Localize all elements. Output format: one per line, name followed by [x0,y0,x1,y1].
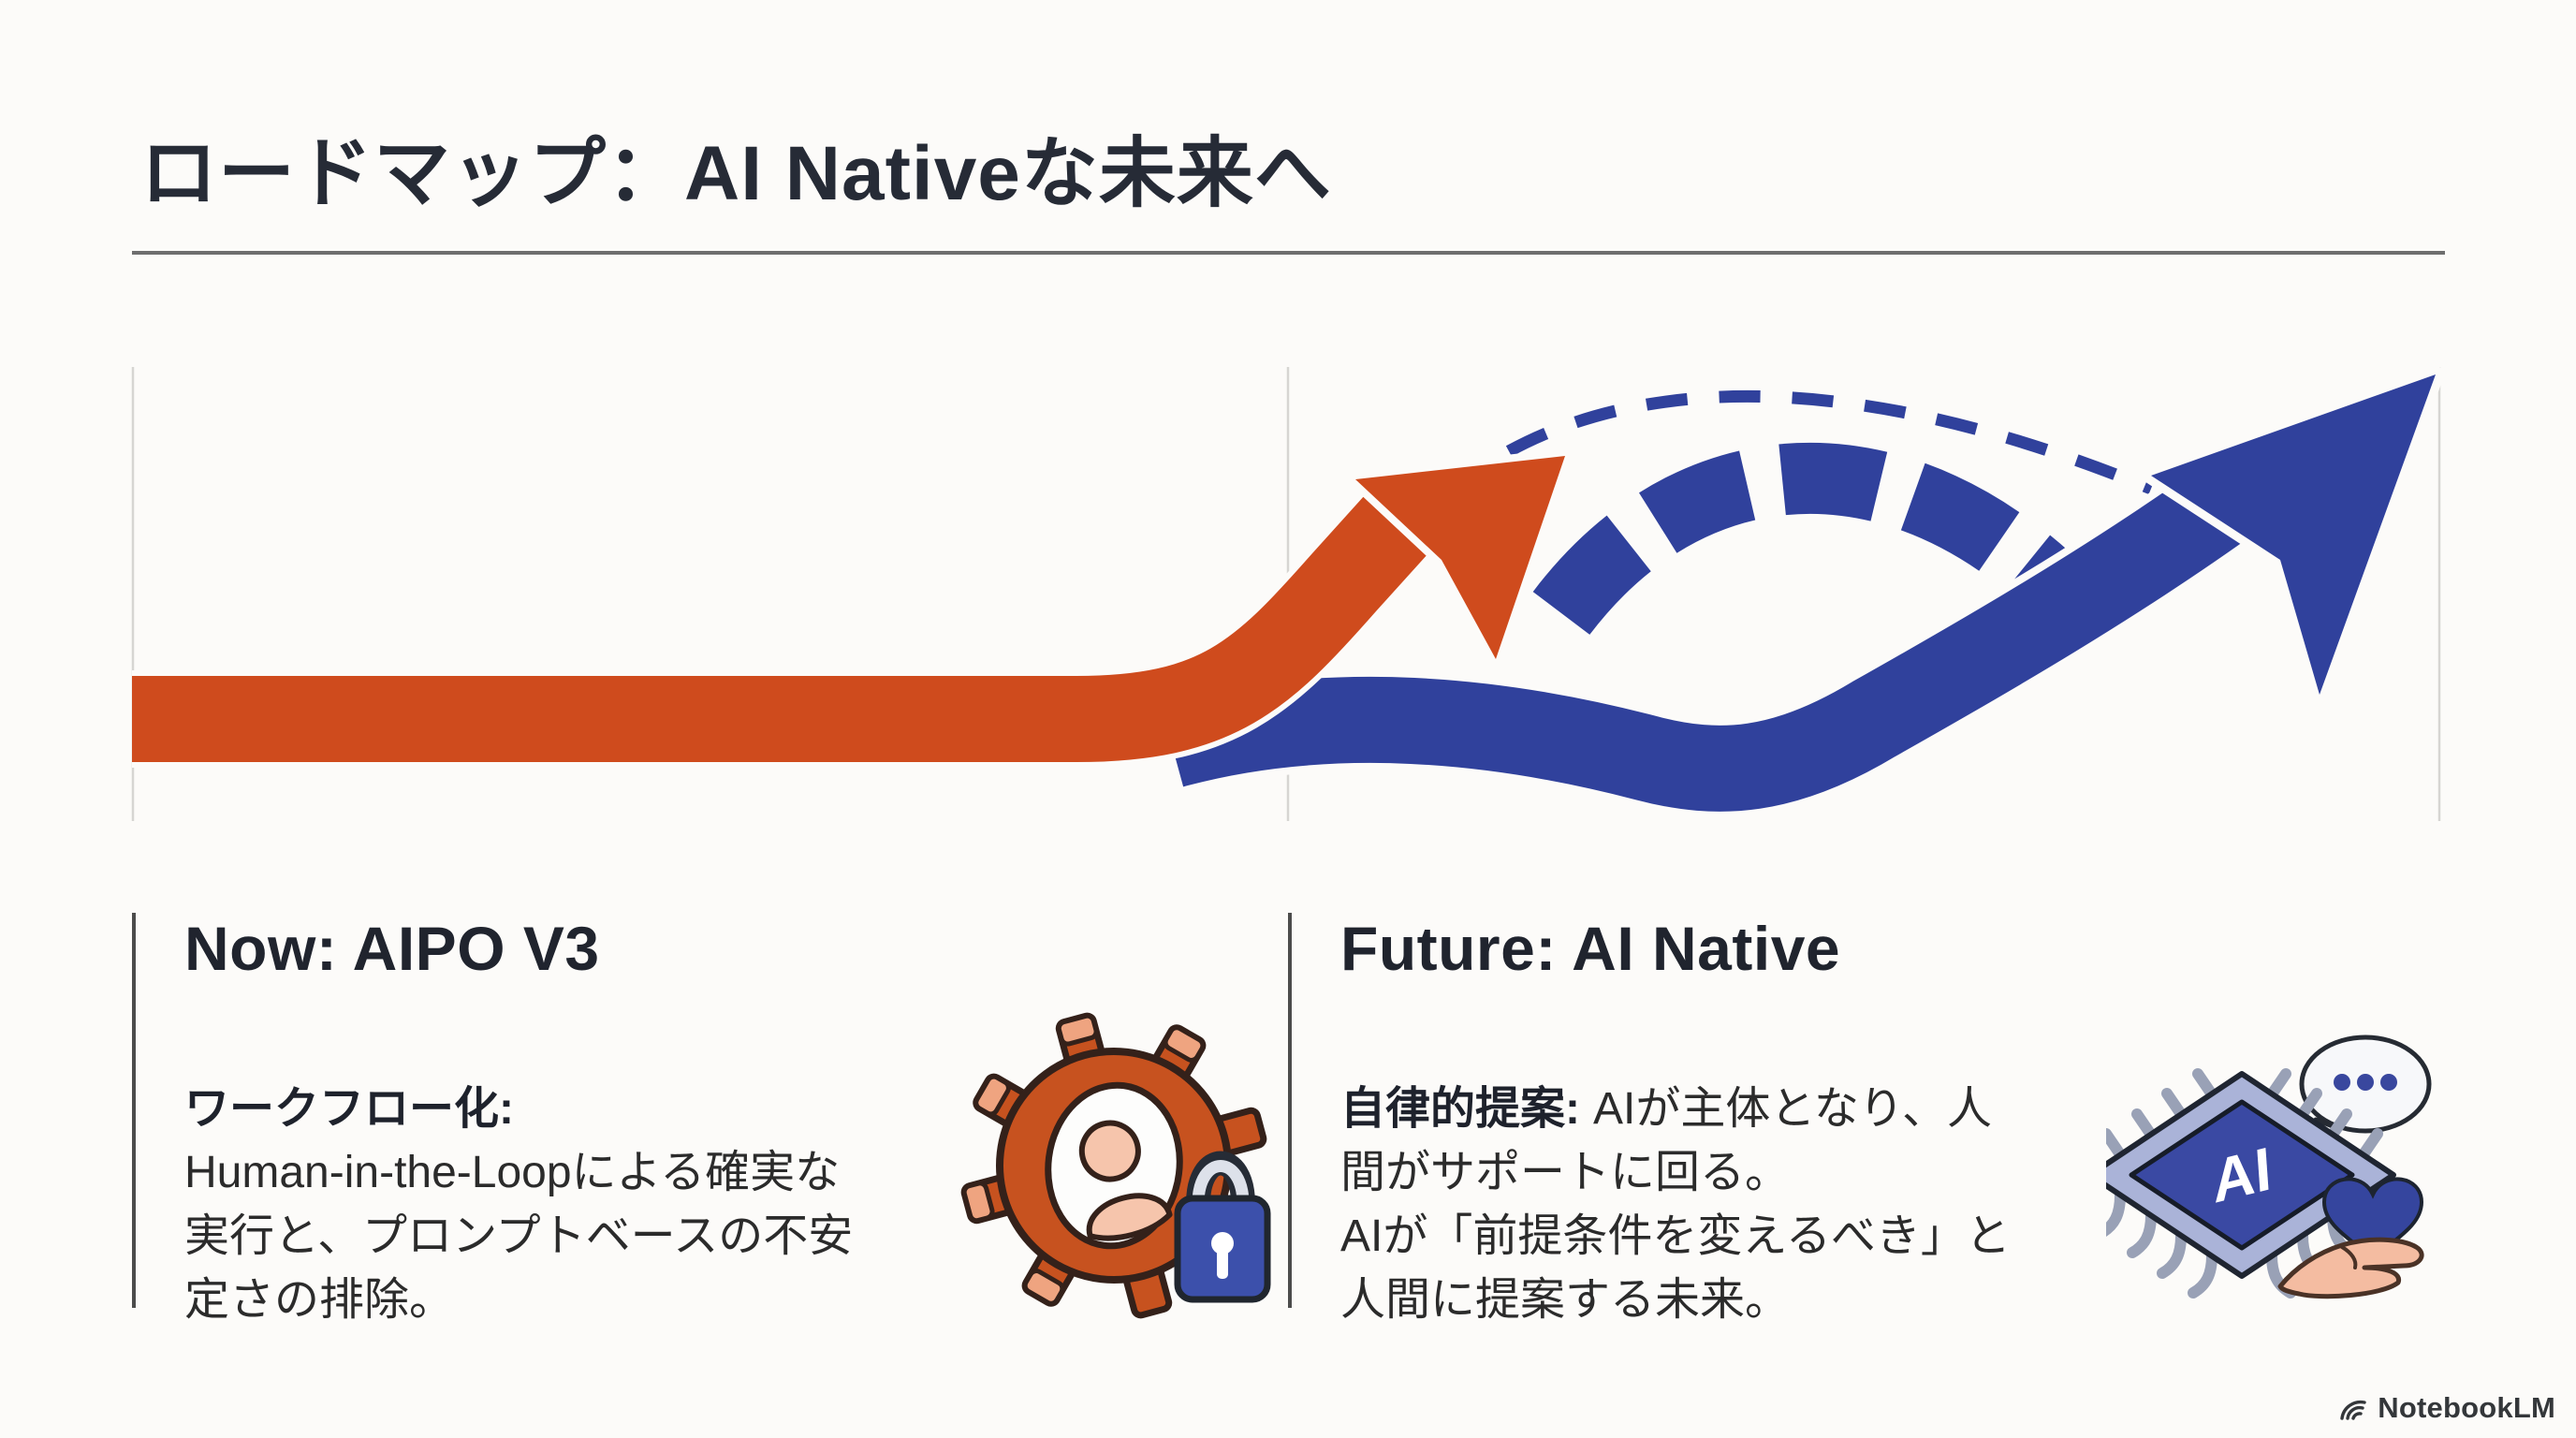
section-now: Now: AIPO V3 ワークフロー化: Human-in-the-Loopによ… [132,913,944,1325]
orange-arrow [132,448,1573,768]
speech-bubble-icon [2294,1034,2432,1154]
thin-dashed-arc [1505,389,2154,495]
thick-dashed-bridge [1532,442,2071,636]
gear-person-lock-icon [960,1012,1271,1319]
section-future: Future: AI Native 自律的提案:AIが主体となり、人 間がサポー… [1288,913,2100,1325]
ai-chip-icon-group: AI [2106,1034,2432,1299]
person-icon [1078,1120,1173,1241]
ai-chip-icon: AI [2106,1068,2396,1299]
notebooklm-logo-text: NotebookLM [2378,1391,2555,1424]
future-heading: Future: AI Native [1340,914,1841,983]
chip-ai-label: AI [2210,1134,2273,1216]
page-title: ロードマップ：AI Nativeな未来へ [140,131,1332,216]
now-body-text: Human-in-the-Loopによる確実な 実行と、プロンプトベースの不安 … [184,1148,854,1325]
future-label: 自律的提案: [1340,1084,1580,1134]
title-divider [132,251,2445,255]
hand-icon [2277,1237,2424,1299]
notebooklm-logo-icon [2340,1400,2366,1420]
blue-arrow [1158,366,2444,819]
now-label: ワークフロー化: [184,1084,514,1134]
future-body-text: AIが主体となり、人 間がサポートに回る。 AIが「前提条件を変えるべき」と 人… [1340,1084,2011,1325]
lock-icon [1174,1151,1271,1303]
now-heading: Now: AIPO V3 [184,914,600,983]
notebooklm-watermark: NotebookLM [2338,1391,2555,1425]
